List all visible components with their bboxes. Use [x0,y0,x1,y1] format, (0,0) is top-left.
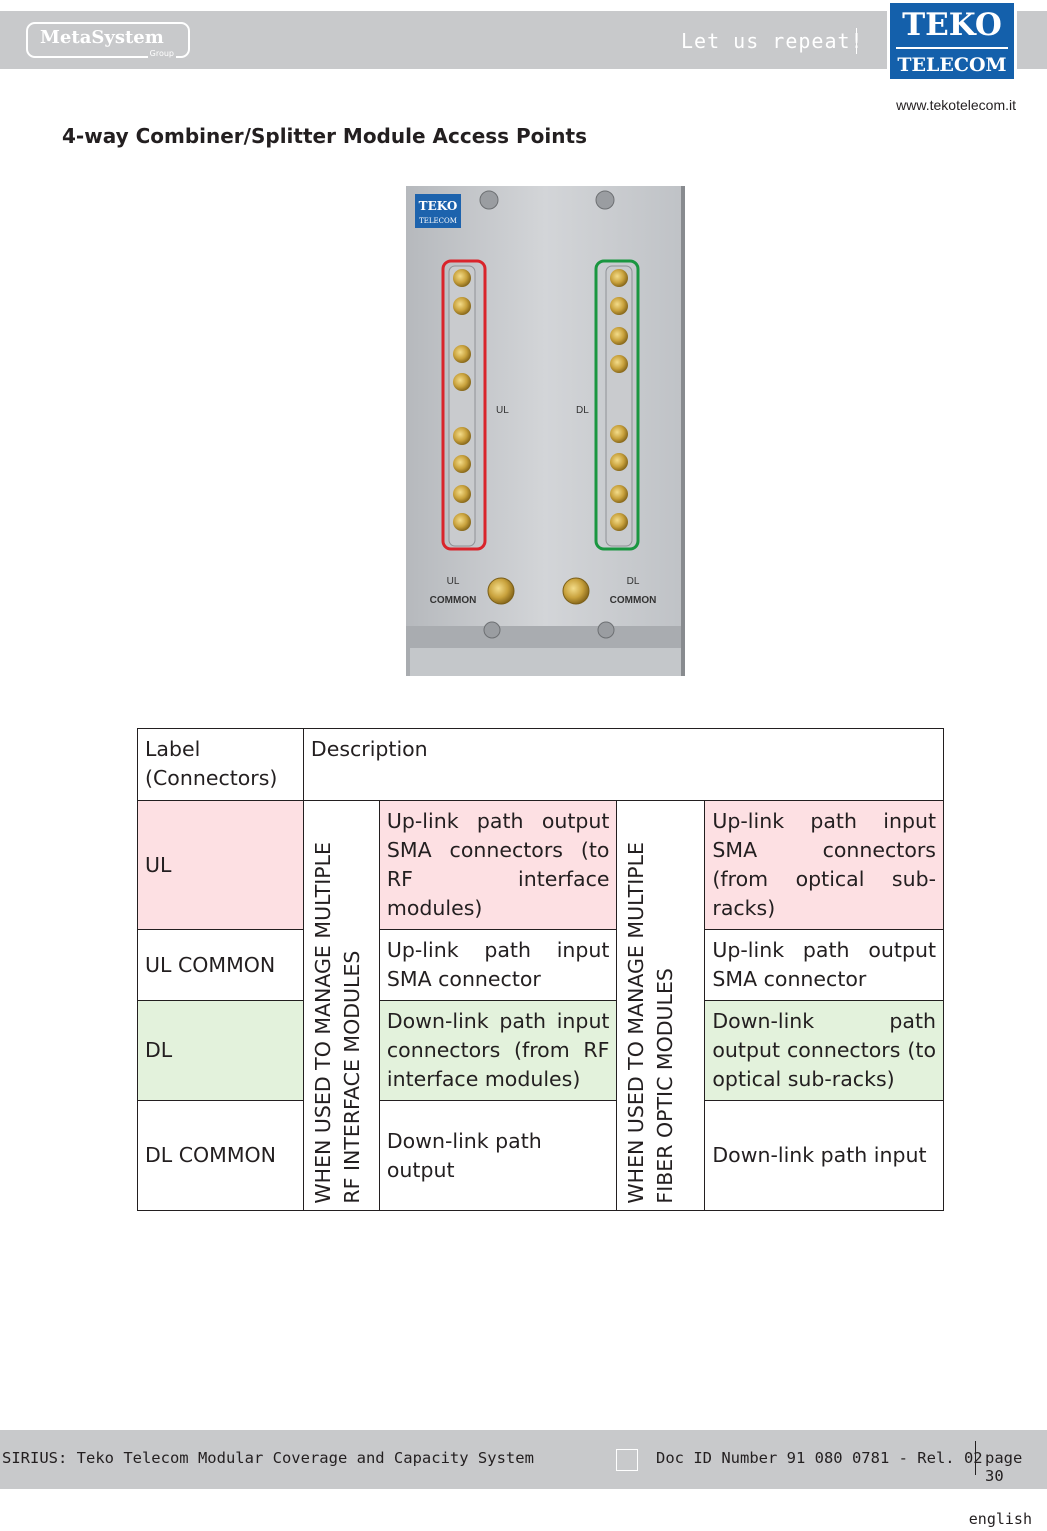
module-ul-label: UL [496,405,509,416]
ul-common-fo-description: Up-link path output SMA connector [704,929,944,1001]
dl-common-rf-description: Down-link path output [378,1100,618,1211]
module-dl-label: DL [576,405,589,416]
combiner-splitter-module-illustration: TEKO TELECOM UL DL UL COMMON DL COMMON [406,186,685,676]
dl-common-fo-description: Down-link path input [704,1100,944,1211]
screw-top-left [479,190,499,210]
vertical-rf-line1: WHEN USED TO MANAGE MULTIPLE [310,842,335,1204]
module-ul-common-line1: UL [447,576,460,587]
language-label: english [968,1510,1032,1528]
header-separator [856,28,857,54]
vertical-fo-line1: WHEN USED TO MANAGE MULTIPLE [624,842,649,1204]
teko-logo-divider [896,47,1008,49]
footer-system-name: SIRIUS: Teko Telecom Modular Coverage an… [2,1449,534,1467]
ul-fo-description: Up-link path input SMA connectors (from … [704,800,944,930]
ul-connector [453,455,471,473]
screw-top-right [595,190,615,210]
dl-fo-description: Down-link path output connectors (to opt… [704,1000,944,1101]
dl-connector [610,453,628,471]
footer-square-icon [616,1449,638,1471]
table-row-dl: DL Down-link path input connectors (from… [137,1000,944,1101]
footer-bar [0,1430,1047,1489]
dl-connector [610,355,628,373]
page-number: page 30 [985,1449,1023,1485]
label-dl: DL [137,1000,304,1101]
access-points-table: Label (Connectors) Description UL WHEN U… [137,728,945,1211]
ul-common-connector [487,577,515,605]
ul-connector [453,345,471,363]
dl-connector [610,425,628,443]
metasystem-logo-text: MetaSystem [40,27,164,48]
ul-connector [453,485,471,503]
ul-highlight-outline [441,259,487,551]
page-title: 4-way Combiner/Splitter Module Access Po… [62,124,587,148]
vertical-rf-text: WHEN USED TO MANAGE MULTIPLE RF INTERFAC… [304,842,372,1210]
dl-connector [610,513,628,531]
ul-rf-description: Up-link path output SMA connectors (to R… [378,800,618,930]
screw-bottom-left [483,621,501,639]
table-row-ul-common: UL COMMON Up-link path input SMA connect… [137,929,944,1001]
header-description-cell: Description [302,728,945,801]
dl-rf-description: Down-link path input connectors (from RF… [378,1000,618,1101]
module-brand-top: TEKO [419,199,458,213]
label-dl-common: DL COMMON [137,1100,304,1211]
module-dl-common-line2: COMMON [610,595,657,606]
ul-connector-group [448,265,476,547]
footer-doc-id: Doc ID Number 91 080 0781 - Rel. 02 [656,1449,983,1467]
header-label-cell: Label (Connectors) [137,728,304,801]
ul-connector [453,297,471,315]
screw-bottom-right [597,621,615,639]
table-row-dl-common: DL COMMON Down-link path output Down-lin… [137,1100,944,1211]
website-link[interactable]: www.tekotelecom.it [896,97,1016,113]
vertical-rf-line2: RF INTERFACE MODULES [339,950,364,1204]
footer-separator [975,1441,976,1475]
dl-connector [610,327,628,345]
module-ul-common-line2: COMMON [430,595,477,606]
module-brand-badge [415,194,461,228]
vertical-fo-line2: FIBER OPTIC MODULES [653,968,678,1204]
vertical-fo-text: WHEN USED TO MANAGE MULTIPLE FIBER OPTIC… [617,842,685,1210]
module-dl-common-line1: DL [627,576,640,587]
metasystem-logo-subtext: Group [147,49,176,58]
dl-connector [610,269,628,287]
teko-logo-bottom: TELECOM [897,54,1007,76]
slogan: Let us repeat! [681,29,864,53]
dl-common-connector [562,577,590,605]
ul-common-rf-description: Up-link path input SMA connector [378,929,618,1001]
metasystem-logo: MetaSystem Group [26,22,190,58]
ul-connector [453,513,471,531]
module-brand-bottom: TELECOM [419,217,457,225]
dl-connector [610,485,628,503]
module-base-shadow [410,648,685,676]
ul-connector [453,373,471,391]
label-ul-common: UL COMMON [137,929,304,1001]
teko-telecom-logo: TEKO TELECOM [887,0,1017,82]
ul-connector [453,269,471,287]
vertical-rf-cell: WHEN USED TO MANAGE MULTIPLE RF INTERFAC… [302,800,380,1211]
ul-connector [453,427,471,445]
vertical-fo-cell: WHEN USED TO MANAGE MULTIPLE FIBER OPTIC… [616,800,706,1211]
module-edge-shadow [681,186,685,676]
table-row-ul: UL WHEN USED TO MANAGE MULTIPLE RF INTER… [137,800,944,1211]
dl-highlight-outline [594,259,640,551]
teko-logo-top: TEKO [902,7,1002,43]
header-bar [0,11,1047,69]
dl-connector [610,297,628,315]
dl-connector-group [605,265,633,547]
label-ul: UL [137,800,304,930]
table-header-row: Label (Connectors) Description [137,728,945,801]
